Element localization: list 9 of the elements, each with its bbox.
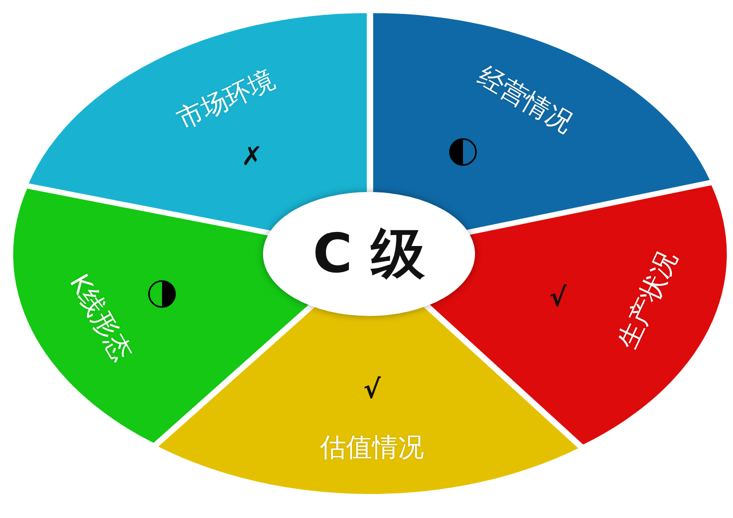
rating-mark: ✗: [241, 144, 263, 170]
sector-label: 估值情况: [320, 434, 424, 461]
grade-text: C 级: [312, 220, 426, 286]
rating-mark: √: [363, 376, 381, 403]
sector-label: 生产状况: [614, 247, 682, 353]
sector-label: 经营情况: [473, 62, 577, 138]
sector-label: K线形态: [64, 270, 135, 366]
rating-mark: √: [549, 284, 567, 311]
sector-label: 市场环境: [173, 66, 279, 134]
